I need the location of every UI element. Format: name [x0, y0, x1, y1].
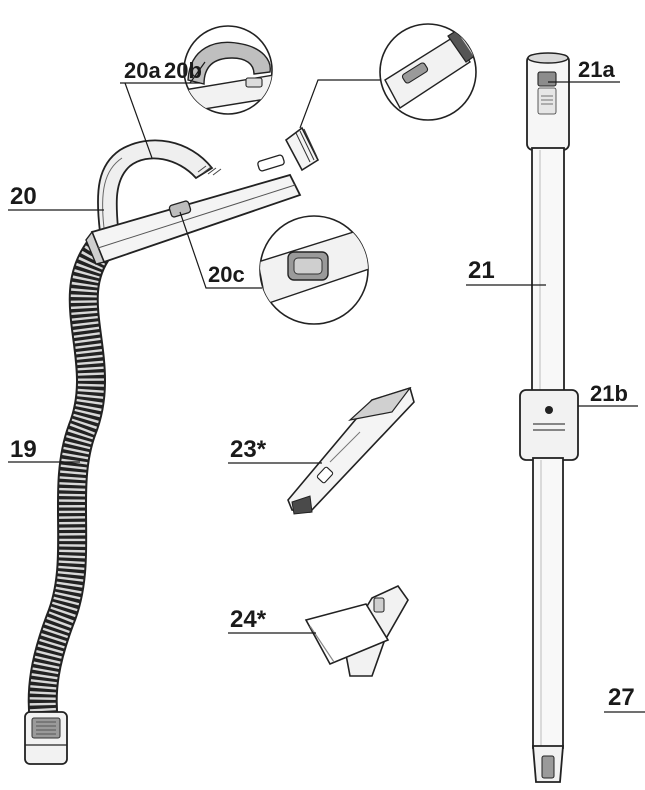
leader-lines — [8, 61, 645, 713]
label-21a: 21a — [578, 57, 615, 82]
label-20b: 20b — [164, 58, 202, 83]
label-27: 27 — [608, 684, 635, 711]
label-23: 23* — [230, 436, 267, 463]
hose — [27, 238, 113, 724]
label-19: 19 — [10, 436, 37, 463]
detail-20c — [259, 215, 369, 325]
label-21b: 21b — [590, 381, 628, 406]
extension-wand — [519, 52, 579, 783]
hose-end-cuff — [24, 711, 68, 765]
label-20: 20 — [10, 183, 37, 210]
crevice-tool — [287, 386, 415, 515]
label-24: 24* — [230, 606, 267, 633]
label-20a: 20a — [124, 58, 161, 83]
handle — [85, 126, 320, 265]
label-20c: 20c — [208, 262, 245, 287]
detail-brush-tip — [379, 23, 477, 121]
label-21: 21 — [468, 257, 495, 284]
upholstery-tool — [304, 584, 409, 677]
detail-20ab — [183, 25, 273, 115]
